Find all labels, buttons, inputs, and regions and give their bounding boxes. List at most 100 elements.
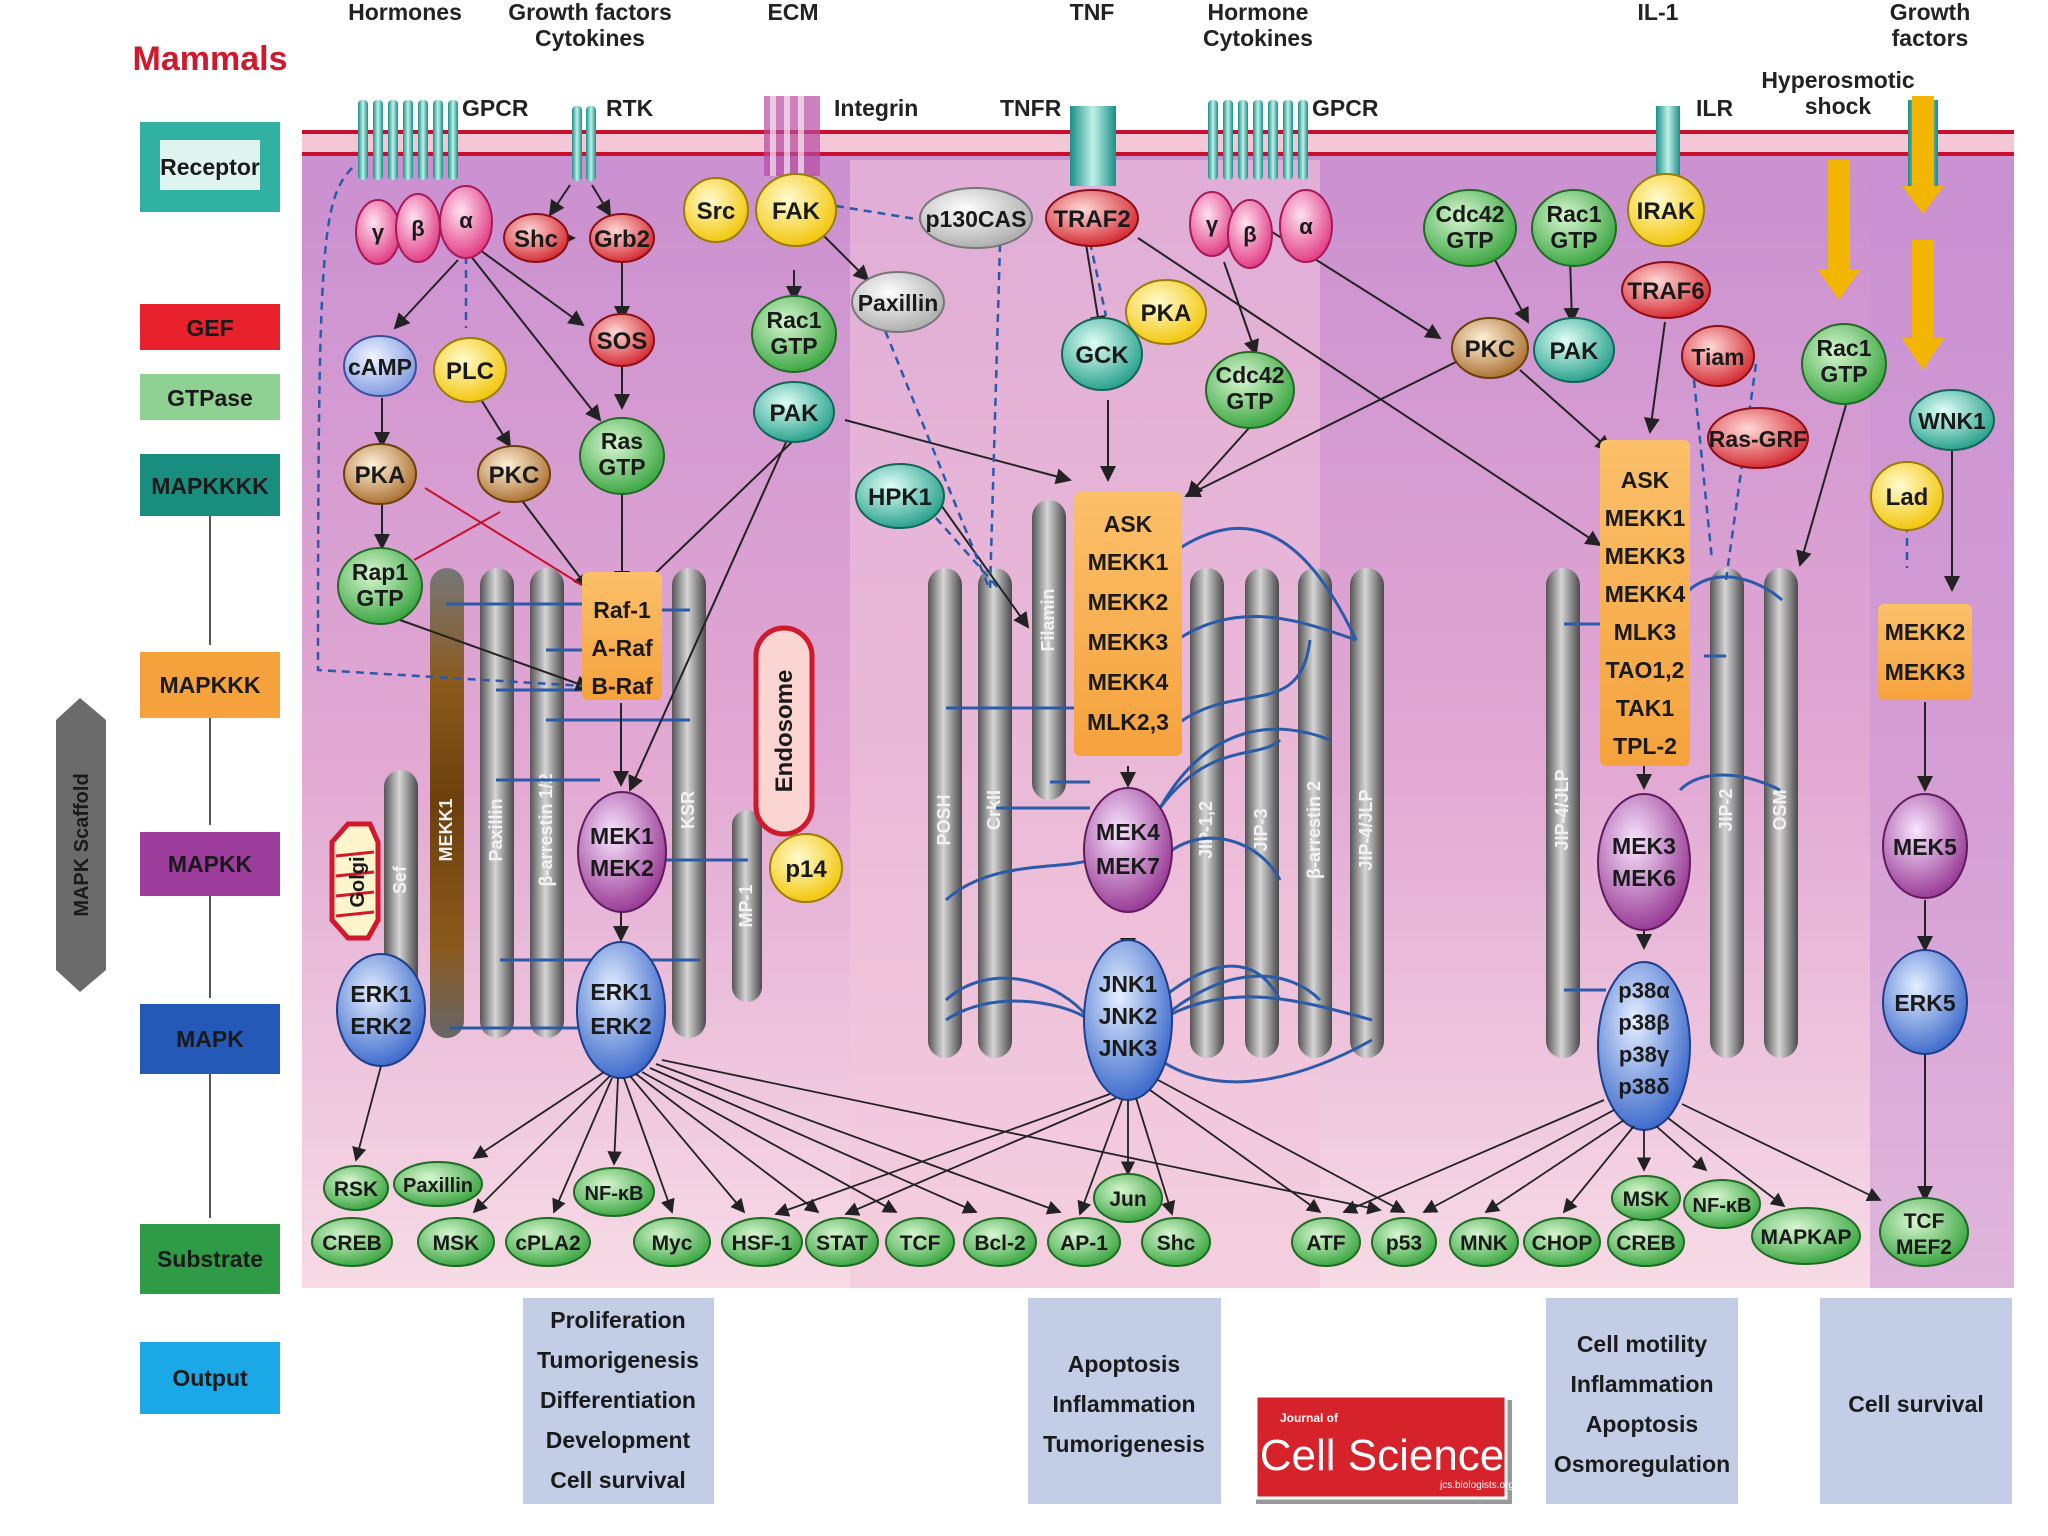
scaffold-mekk1: MEKK1 xyxy=(436,798,456,861)
substrate-creb-2: CREB xyxy=(1607,1217,1685,1267)
substrate-bcl2: Bcl-2 xyxy=(963,1217,1037,1267)
dashed-links xyxy=(316,167,1909,688)
svg-text:PKA: PKA xyxy=(355,462,406,489)
svg-text:WNK1: WNK1 xyxy=(1918,408,1986,434)
svg-text:GTP: GTP xyxy=(770,333,817,359)
stimulus-factors: factors xyxy=(1892,25,1969,51)
svg-text:HPK1: HPK1 xyxy=(868,484,932,511)
scaffold-jip3: JIP-3 xyxy=(1251,808,1271,851)
substrate-myc: Myc xyxy=(633,1217,711,1267)
legend-substrate xyxy=(140,1224,280,1294)
scaffold-jip4-jlp: JIP-4/JLP xyxy=(1356,789,1376,870)
jnk-mapkkk-box: ASK MEKK1 MEKK2 MEKK3 MEKK4 MLK2,3 xyxy=(1074,492,1182,756)
svg-text:Jun: Jun xyxy=(1109,1188,1146,1211)
svg-text:p38γ: p38γ xyxy=(1619,1042,1670,1067)
scaffold-jip4-jlp-2: JIP-4/JLP xyxy=(1552,769,1572,850)
scaffold-filamin: Filamin xyxy=(1038,588,1058,651)
svg-text:MEKK3: MEKK3 xyxy=(1605,543,1686,569)
traf6-node: TRAF6 xyxy=(1621,261,1711,319)
substrate-shc: Shc xyxy=(1141,1217,1211,1267)
shc-node: Shc xyxy=(503,213,569,263)
ras-gtp-node: Ras GTP xyxy=(579,417,665,495)
g-alpha-2 xyxy=(1279,189,1333,263)
receptor-gpcr: GPCR xyxy=(462,95,529,121)
substrate-arrows xyxy=(352,1059,1882,1217)
erk12-node-golgi: ERK1 ERK2 xyxy=(336,953,426,1067)
svg-text:Proliferation: Proliferation xyxy=(550,1307,685,1333)
svg-text:jcs.biologists.org: jcs.biologists.org xyxy=(1439,1480,1514,1491)
svg-text:MAPKKK: MAPKKK xyxy=(160,672,261,698)
ras-grf-node: Ras-GRF xyxy=(1707,407,1809,469)
substrate-nfkb-2: NF-κB xyxy=(1683,1179,1761,1229)
svg-text:Rac1: Rac1 xyxy=(1817,335,1872,361)
substrate-msk-2: MSK xyxy=(1611,1175,1681,1221)
endosome: Endosome xyxy=(753,625,815,837)
svg-text:α: α xyxy=(1299,214,1313,239)
svg-text:Development: Development xyxy=(546,1427,691,1453)
receptor-integrin: Integrin xyxy=(834,95,918,121)
stimulus-tnf: TNF xyxy=(1070,0,1115,25)
svg-text:Differentiation: Differentiation xyxy=(540,1387,696,1413)
traf2-node: TRAF2 xyxy=(1045,189,1139,247)
svg-text:Tiam: Tiam xyxy=(1691,344,1744,370)
hpk1-node: HPK1 xyxy=(855,463,945,529)
erk5-panel xyxy=(1870,160,2014,1288)
scaffold-crkii: CrkII xyxy=(984,790,1004,830)
scaffold-links xyxy=(446,526,1784,1084)
svg-text:p14: p14 xyxy=(785,856,827,883)
svg-text:MEKK3: MEKK3 xyxy=(1088,629,1169,655)
substrate-paxillin: Paxillin xyxy=(393,1161,483,1207)
svg-text:γ: γ xyxy=(1206,212,1219,237)
svg-text:Journal of: Journal of xyxy=(1280,1411,1339,1425)
svg-text:FAK: FAK xyxy=(772,198,821,225)
stimulus-hyperosmotic: Hyperosmotic xyxy=(1761,67,1915,93)
grb2-node: Grb2 xyxy=(589,213,655,263)
svg-text:MSK: MSK xyxy=(1623,1188,1670,1211)
svg-text:TRAF6: TRAF6 xyxy=(1627,278,1704,305)
rac1-gtp-node-right: Rac1 GTP xyxy=(1531,189,1617,267)
svg-text:ERK5: ERK5 xyxy=(1894,990,1956,1016)
legend-mapk xyxy=(140,1004,280,1074)
svg-text:Grb2: Grb2 xyxy=(594,226,650,253)
svg-text:p130CAS: p130CAS xyxy=(926,206,1027,232)
output-erk: Proliferation Tumorigenesis Differentiat… xyxy=(523,1298,714,1504)
pka-node-right: PKA xyxy=(1125,279,1207,345)
svg-text:Endosome: Endosome xyxy=(771,670,798,793)
output-erk5: Cell survival xyxy=(1820,1298,2012,1504)
scaffold-jip12: JIP-1,2 xyxy=(1196,801,1216,859)
svg-text:MEKK1: MEKK1 xyxy=(1088,549,1169,575)
svg-text:Rac1: Rac1 xyxy=(767,307,822,333)
svg-text:Shc: Shc xyxy=(514,226,558,253)
paxillin-node: Paxillin xyxy=(851,271,945,333)
legend-mapkkkk xyxy=(140,454,280,516)
golgi: Golgi xyxy=(329,821,381,941)
p14-node: p14 xyxy=(769,833,843,903)
svg-text:MLK3: MLK3 xyxy=(1614,619,1677,645)
gpcr-receptor-left xyxy=(358,100,458,180)
substrate-p53: p53 xyxy=(1371,1217,1437,1267)
substrate-rsk: RSK xyxy=(323,1165,389,1211)
g-protein-left: γ β α xyxy=(355,185,493,265)
camp-node: cAMP xyxy=(343,335,417,397)
legend-gtpase xyxy=(140,374,280,420)
svg-text:γ: γ xyxy=(372,220,385,245)
legend-mapkkk xyxy=(140,652,280,718)
svg-text:ASK: ASK xyxy=(1104,511,1153,537)
g-alpha xyxy=(439,185,493,259)
svg-text:Ras-GRF: Ras-GRF xyxy=(1709,426,1807,452)
scaffold-osm: OSM xyxy=(1770,789,1790,830)
svg-text:Inflammation: Inflammation xyxy=(1570,1371,1713,1397)
svg-text:MEKK3: MEKK3 xyxy=(1885,659,1966,685)
cdc42-gtp-node-right: Cdc42 GTP xyxy=(1423,189,1517,267)
plc-node: PLC xyxy=(433,337,507,403)
svg-text:MEKK1: MEKK1 xyxy=(1605,505,1686,531)
svg-text:p53: p53 xyxy=(1386,1232,1422,1255)
svg-text:AP-1: AP-1 xyxy=(1060,1232,1108,1255)
svg-text:Cdc42: Cdc42 xyxy=(1435,201,1504,227)
pkc-node-left: PKC xyxy=(477,445,551,503)
svg-text:MEK3: MEK3 xyxy=(1612,833,1676,859)
gck-node: GCK xyxy=(1061,317,1143,391)
legend-scaffold xyxy=(56,698,106,992)
substrate-stat: STAT xyxy=(805,1217,879,1267)
svg-text:MEF2: MEF2 xyxy=(1896,1236,1952,1259)
